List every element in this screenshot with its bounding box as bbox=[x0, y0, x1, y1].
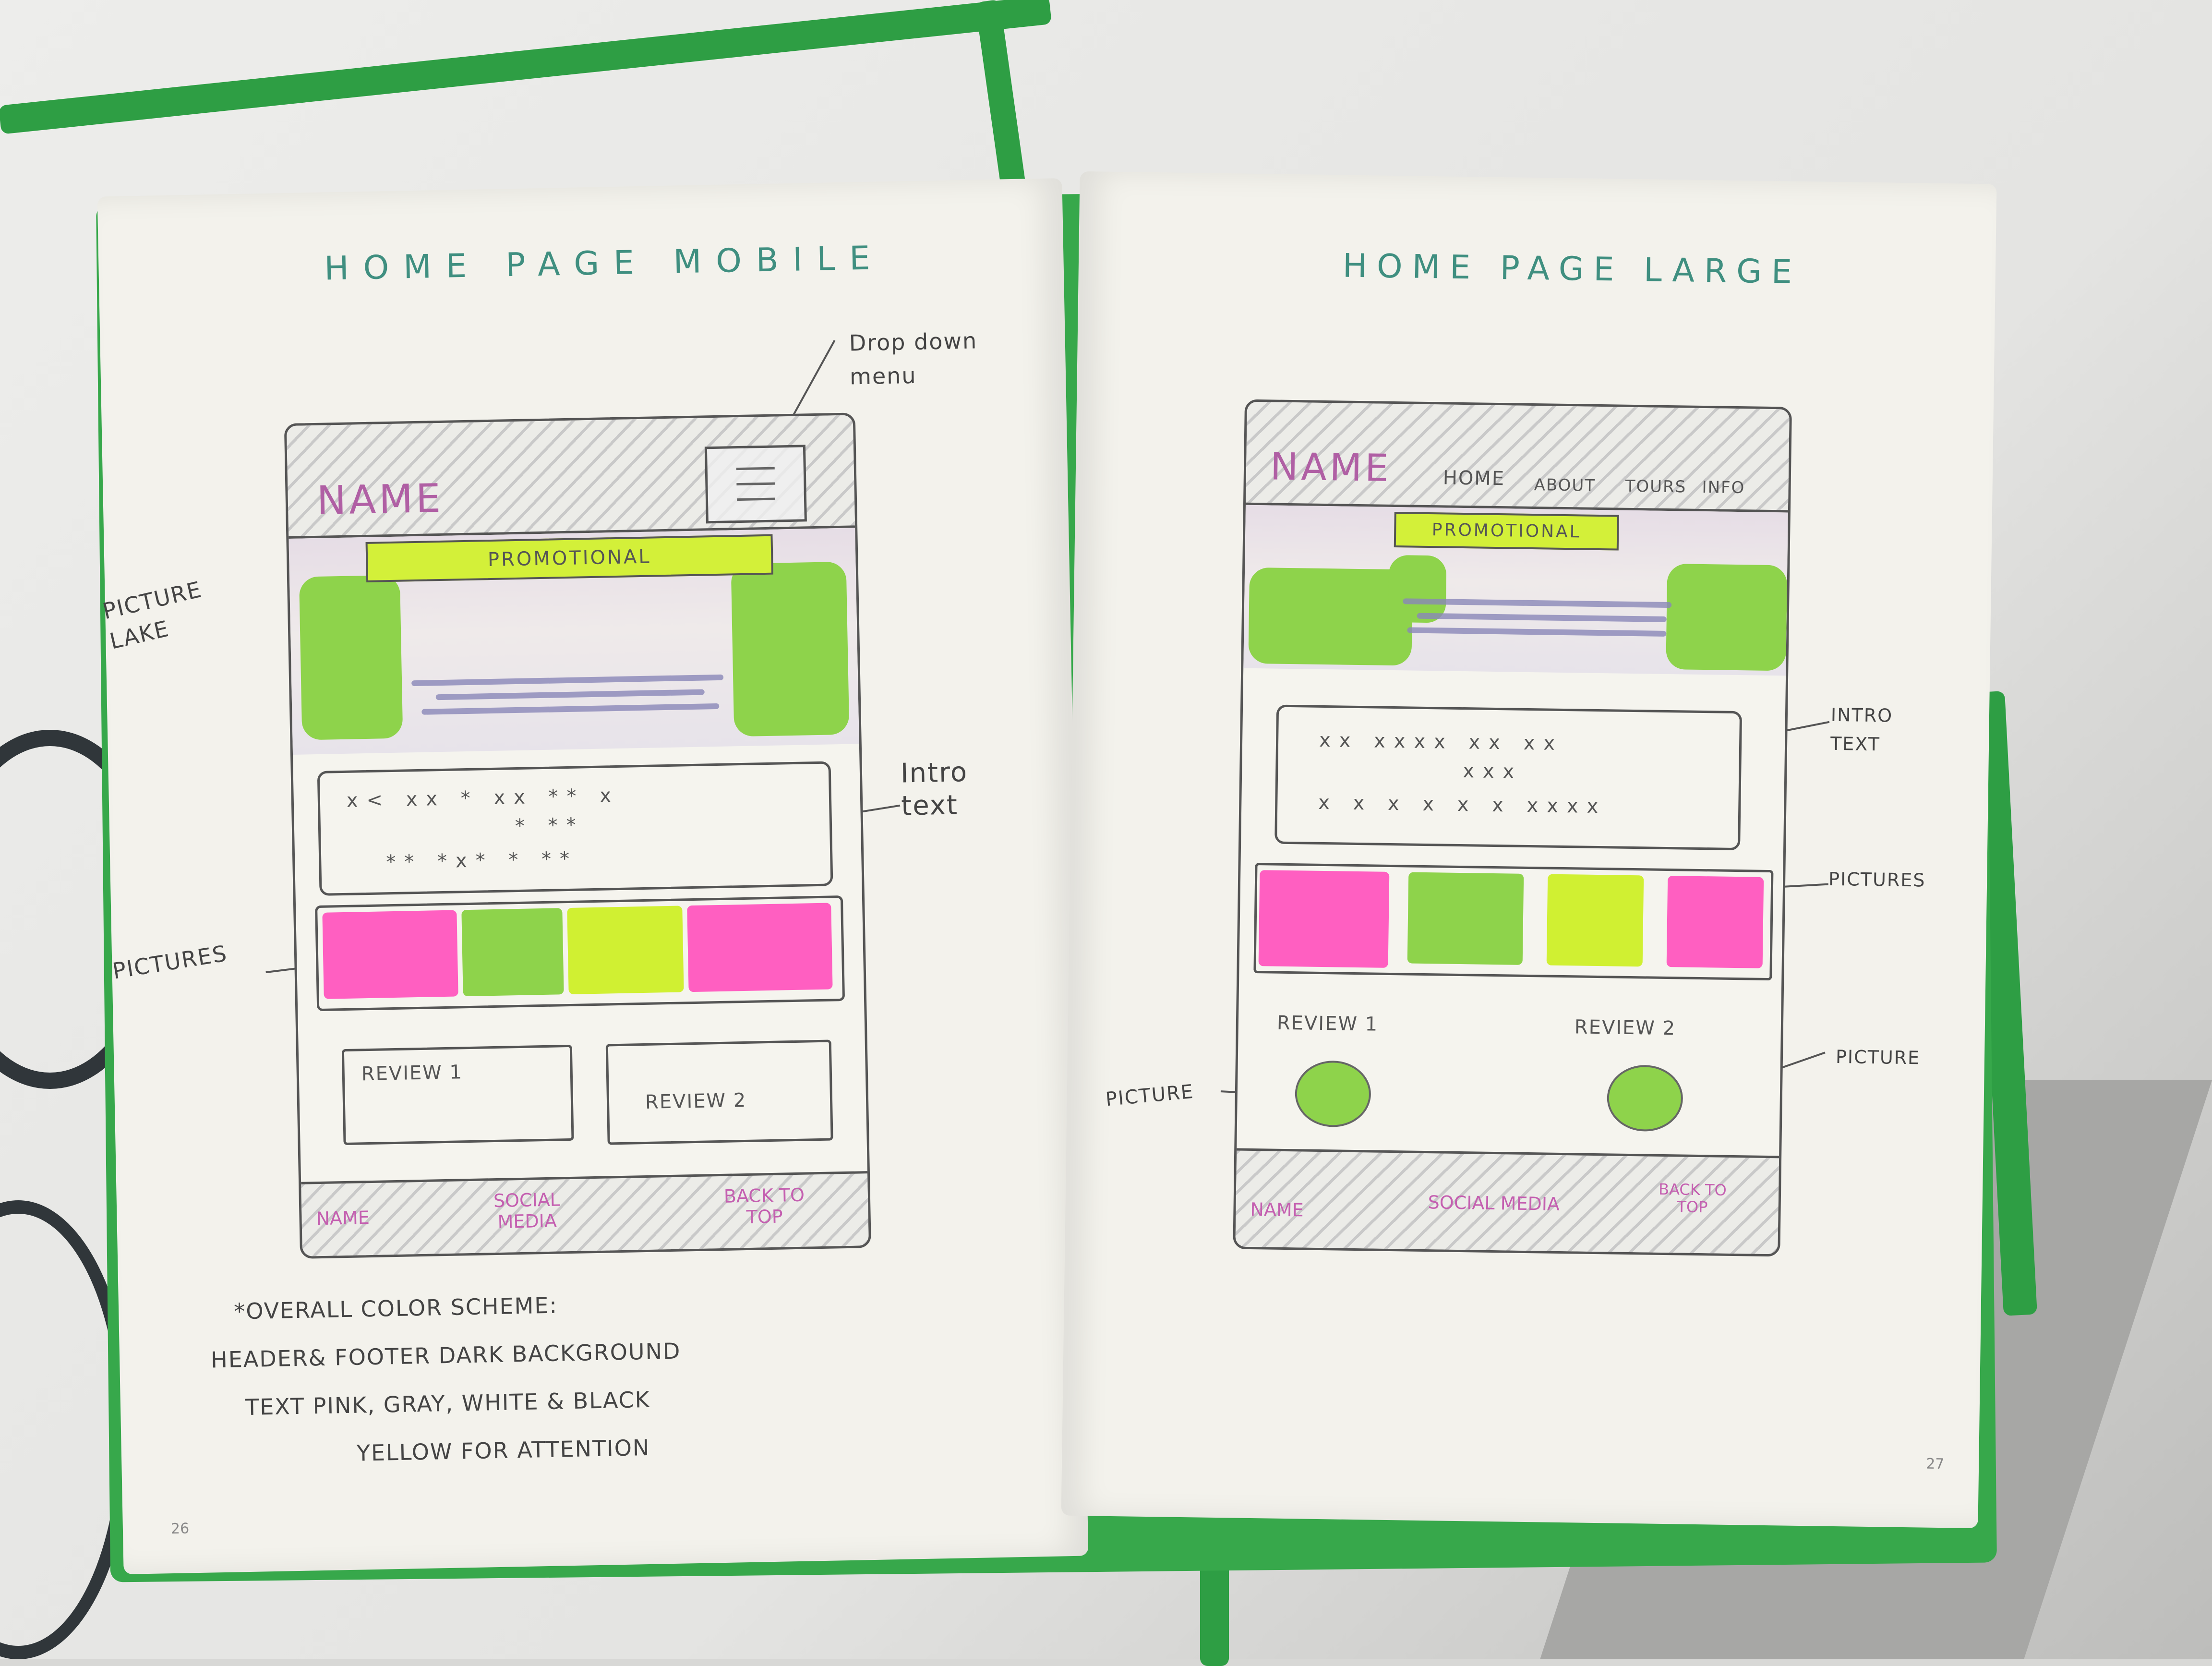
pointer-line bbox=[787, 339, 836, 425]
nav-about[interactable]: ABOUT bbox=[1534, 475, 1596, 495]
picture-tile[interactable] bbox=[1546, 874, 1644, 967]
ribbon-bottom bbox=[1200, 1556, 1229, 1666]
footer-back-to-top[interactable]: BACK TO TOP bbox=[723, 1184, 805, 1228]
annotation-intro-text: Intro text bbox=[900, 756, 968, 822]
tree-shape bbox=[1666, 563, 1788, 671]
tree-shape bbox=[1248, 567, 1413, 666]
footer-back-to-top[interactable]: BACK TO TOP bbox=[1658, 1180, 1727, 1217]
picture-tile[interactable] bbox=[687, 903, 833, 992]
dropdown-menu-button[interactable] bbox=[704, 445, 807, 524]
review-card[interactable] bbox=[341, 1044, 574, 1146]
picture-tile[interactable] bbox=[461, 908, 564, 997]
page-title: HOME PAGE LARGE bbox=[1342, 247, 1802, 291]
intro-row: ** *x* * ** bbox=[385, 847, 578, 874]
picture-tile[interactable] bbox=[1258, 870, 1390, 968]
water-stroke bbox=[421, 703, 720, 715]
page-title: HOME PAGE MOBILE bbox=[324, 239, 885, 288]
water-stroke bbox=[1417, 613, 1667, 622]
notebook-page-left: HOME PAGE MOBILE Drop down menu PICTURE … bbox=[97, 178, 1089, 1575]
annotation-intro-text: INTRO TEXT bbox=[1830, 704, 1893, 755]
water-stroke bbox=[1407, 627, 1667, 637]
review-label: REVIEW 2 bbox=[1574, 1016, 1676, 1040]
intro-row: xxx bbox=[1462, 760, 1523, 783]
review-label: REVIEW 1 bbox=[361, 1061, 463, 1086]
annotation-picture: PICTURE bbox=[1835, 1046, 1921, 1069]
water-stroke bbox=[411, 674, 724, 687]
promotional-banner[interactable]: PROMOTIONAL bbox=[1394, 512, 1619, 551]
review-label: REVIEW 1 bbox=[1276, 1012, 1379, 1036]
annotation-picture: PICTURE bbox=[1105, 1080, 1195, 1111]
page-number: 27 bbox=[1925, 1455, 1945, 1473]
footer-name[interactable]: NAME bbox=[316, 1207, 370, 1230]
intro-row: * ** bbox=[515, 814, 585, 838]
water-stroke bbox=[435, 689, 705, 700]
site-name: NAME bbox=[1270, 445, 1392, 490]
color-note-line: TEXT PINK, GRAY, WHITE & BLACK bbox=[245, 1386, 651, 1421]
notebook-page-right: HOME PAGE LARGE INTRO TEXT PICTURES PICT… bbox=[1061, 171, 1997, 1529]
annotation-dropdown: Drop down menu bbox=[849, 327, 978, 390]
tree-shape bbox=[299, 575, 403, 740]
annotation-pictures: PICTURES bbox=[110, 940, 229, 984]
desktop-wireframe: NAME HOME ABOUT TOURS INFO PROMOTIONAL x… bbox=[1233, 399, 1792, 1257]
intro-row: x x x x x x xxxx bbox=[1318, 791, 1607, 818]
hamburger-icon bbox=[736, 482, 775, 486]
review-label: REVIEW 2 bbox=[645, 1089, 747, 1113]
picture-tile[interactable] bbox=[322, 910, 458, 999]
review-avatar bbox=[1606, 1064, 1683, 1132]
review-avatar bbox=[1294, 1060, 1371, 1128]
color-note-line: HEADER& FOOTER DARK BACKGROUND bbox=[210, 1338, 681, 1373]
annotation-picture-lake: PICTURE LAKE bbox=[100, 576, 204, 654]
annotation-pictures: PICTURES bbox=[1828, 868, 1926, 891]
page-number: 26 bbox=[170, 1520, 190, 1538]
nav-home[interactable]: HOME bbox=[1443, 467, 1505, 490]
hamburger-icon bbox=[736, 467, 775, 471]
hamburger-icon bbox=[736, 497, 776, 501]
site-name: NAME bbox=[316, 475, 444, 524]
picture-tile[interactable] bbox=[567, 905, 684, 995]
intro-row: xx xxxx xx xx bbox=[1319, 729, 1564, 755]
color-note-line: *OVERALL COLOR SCHEME: bbox=[233, 1292, 558, 1325]
nav-tours[interactable]: TOURS bbox=[1625, 476, 1687, 497]
tree-shape bbox=[731, 561, 850, 737]
footer-social-media[interactable]: SOCIAL MEDIA bbox=[1428, 1192, 1560, 1215]
nav-info[interactable]: INFO bbox=[1702, 477, 1745, 498]
mobile-wireframe: NAME PROMOTIONAL x< xx * xx ** x * ** **… bbox=[284, 412, 871, 1259]
picture-tile[interactable] bbox=[1666, 876, 1764, 968]
picture-tile[interactable] bbox=[1407, 872, 1524, 965]
color-note-line: YELLOW FOR ATTENTION bbox=[356, 1434, 650, 1466]
tree-shape bbox=[1388, 555, 1447, 623]
promotional-banner[interactable]: PROMOTIONAL bbox=[365, 534, 774, 582]
footer-name[interactable]: NAME bbox=[1250, 1198, 1304, 1221]
footer-social-media[interactable]: SOCIAL MEDIA bbox=[493, 1189, 561, 1232]
